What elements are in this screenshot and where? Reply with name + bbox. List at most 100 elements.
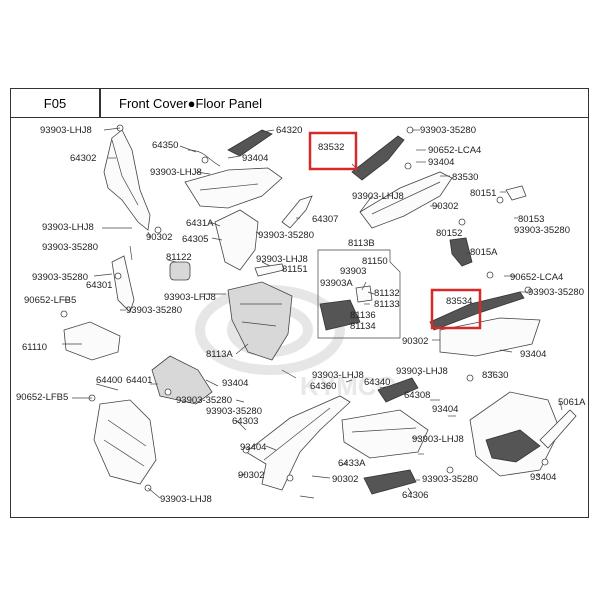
part-64320-cover[interactable] xyxy=(227,129,273,157)
callout-c11[interactable]: 83530 xyxy=(452,172,478,183)
callout-c43[interactable]: 93903-35280 xyxy=(528,287,584,298)
callout-c59[interactable]: 93903-35280 xyxy=(206,406,262,417)
callout-c64[interactable]: 93903-LHJ8 xyxy=(412,434,464,445)
part-83530-floor-side[interactable] xyxy=(359,171,453,229)
callout-c67[interactable]: 90302 xyxy=(238,470,264,481)
callout-c68[interactable]: 90302 xyxy=(332,474,358,485)
callout-c24[interactable]: 80152 xyxy=(436,228,462,239)
callout-c52[interactable]: 93903-LHJ8 xyxy=(312,370,364,381)
callout-c27[interactable]: 81122 xyxy=(166,252,192,263)
callout-c9[interactable]: 90652-LCA4 xyxy=(428,145,481,156)
callout-c38[interactable]: 64301 xyxy=(86,280,112,291)
callout-c31[interactable]: 93903 xyxy=(340,266,366,277)
callout-c55[interactable]: 93903-LHJ8 xyxy=(396,366,448,377)
callout-c8[interactable]: 93903-35280 xyxy=(420,125,476,136)
callout-c66[interactable]: 6433A xyxy=(338,458,366,469)
callout-c58[interactable]: 90652-LFB5 xyxy=(16,392,68,403)
part-8113A-storage-box[interactable] xyxy=(227,281,293,361)
callout-c60[interactable]: 64308 xyxy=(404,390,430,401)
callout-c23[interactable]: 8113B xyxy=(348,238,375,249)
callout-c40[interactable]: 93903-35280 xyxy=(126,305,182,316)
callout-c6[interactable]: 93903-LHJ8 xyxy=(150,167,202,178)
part-64400-lower-cover[interactable] xyxy=(93,399,157,485)
callout-c32[interactable]: 93903A xyxy=(320,278,353,289)
part-6431A-inner-cover[interactable] xyxy=(184,167,283,209)
inset-box-8113B xyxy=(317,249,401,339)
part-61110-piece[interactable] xyxy=(63,321,121,361)
callout-c12[interactable]: 93903-LHJ8 xyxy=(352,191,404,202)
diagram-frame xyxy=(10,88,589,518)
part-64340-side-panel[interactable] xyxy=(377,377,419,403)
callout-c28[interactable]: 93903-LHJ8 xyxy=(256,254,308,265)
callout-c46[interactable]: 8113A xyxy=(206,349,233,360)
callout-c35[interactable]: 81136 xyxy=(350,310,376,321)
part-64305-panel[interactable] xyxy=(214,209,259,271)
callout-c36[interactable]: 81134 xyxy=(350,321,376,332)
part-81132-latch[interactable] xyxy=(355,285,373,303)
callout-c17[interactable]: 93903-LHJ8 xyxy=(42,222,94,233)
part-64303-front-fairing[interactable] xyxy=(245,395,351,491)
part-81151-rod[interactable] xyxy=(254,263,285,277)
callout-c30[interactable]: 81150 xyxy=(362,256,388,267)
callout-c45[interactable]: 61110 xyxy=(22,342,47,353)
callout-c70[interactable]: 93404 xyxy=(530,472,556,483)
callout-c1[interactable]: 93903-LHJ8 xyxy=(40,125,92,136)
callout-c72[interactable]: 64306 xyxy=(402,490,428,501)
part-64306-bottom-panel[interactable] xyxy=(363,469,417,495)
part-83534-side-rail[interactable] xyxy=(429,291,525,331)
callout-c62[interactable]: 5061A xyxy=(558,397,586,408)
callout-c3[interactable]: 64350 xyxy=(152,140,178,151)
part-83532-side-rail[interactable] xyxy=(351,135,405,181)
callout-c61[interactable]: 93404 xyxy=(432,404,458,415)
part-64301-lower-cover[interactable] xyxy=(111,255,135,313)
callout-c13[interactable]: 80151 xyxy=(470,188,496,199)
screw-markers xyxy=(60,124,549,492)
callout-c44[interactable]: 90652-LFB5 xyxy=(24,295,76,306)
callout-c10[interactable]: 93404 xyxy=(428,157,454,168)
callout-c19[interactable]: 6431A xyxy=(186,218,214,229)
callout-c34[interactable]: 81133 xyxy=(374,299,400,310)
callout-c48[interactable]: 93404 xyxy=(520,349,546,360)
part-5061A-rail[interactable] xyxy=(539,409,577,449)
callout-c42[interactable]: 83534 xyxy=(446,296,472,307)
callout-c5[interactable]: 93404 xyxy=(242,153,268,164)
part-64302-front-cover[interactable] xyxy=(103,129,151,231)
highlight-box-83532 xyxy=(308,131,358,171)
callout-c63[interactable]: 64303 xyxy=(232,416,258,427)
callout-c20[interactable]: 64307 xyxy=(312,214,338,225)
callout-c53[interactable]: 64360 xyxy=(310,381,336,392)
part-80152-bracket[interactable] xyxy=(449,237,473,267)
callout-c51[interactable]: 93404 xyxy=(222,378,248,389)
part-6433A-floor-piece[interactable] xyxy=(341,409,429,459)
callout-c47[interactable]: 90302 xyxy=(402,336,428,347)
callout-c25[interactable]: 8015A xyxy=(470,247,498,258)
part-81134-tray[interactable] xyxy=(319,299,361,331)
callout-c57[interactable]: 93903-35280 xyxy=(176,395,232,406)
part-64307-bracket[interactable] xyxy=(281,195,313,229)
part-81122-hook[interactable] xyxy=(169,261,191,281)
callout-c33[interactable]: 81132 xyxy=(374,288,400,299)
callout-c37[interactable]: 93903-35280 xyxy=(32,272,88,283)
callout-c2[interactable]: 64302 xyxy=(70,153,96,164)
callout-c18[interactable]: 90302 xyxy=(146,232,172,243)
part-80151-clip[interactable] xyxy=(505,185,527,201)
callout-c65[interactable]: 93404 xyxy=(240,442,266,453)
callout-c4[interactable]: 64320 xyxy=(276,125,302,136)
callout-c49[interactable]: 64400 xyxy=(96,375,122,386)
callout-c41[interactable]: 90652-LCA4 xyxy=(510,272,563,283)
callout-c16[interactable]: 93903-35280 xyxy=(514,225,570,236)
callout-c21[interactable]: 64305 xyxy=(182,234,208,245)
callout-c71[interactable]: 93903-LHJ8 xyxy=(160,494,212,505)
callout-c26[interactable]: 93903-35280 xyxy=(42,242,98,253)
callout-c69[interactable]: 93903-35280 xyxy=(422,474,478,485)
callout-c7[interactable]: 83532 xyxy=(318,142,344,153)
callout-c22[interactable]: 93903-35280 xyxy=(258,230,314,241)
callout-c50[interactable]: 64401 xyxy=(126,375,152,386)
callout-c39[interactable]: 93903-LHJ8 xyxy=(164,292,216,303)
callout-c15[interactable]: 80153 xyxy=(518,214,544,225)
callout-c29[interactable]: 81151 xyxy=(282,264,308,275)
callout-c14[interactable]: 90302 xyxy=(432,201,458,212)
callout-c56[interactable]: 83630 xyxy=(482,370,508,381)
callout-c54[interactable]: 64340 xyxy=(364,377,390,388)
